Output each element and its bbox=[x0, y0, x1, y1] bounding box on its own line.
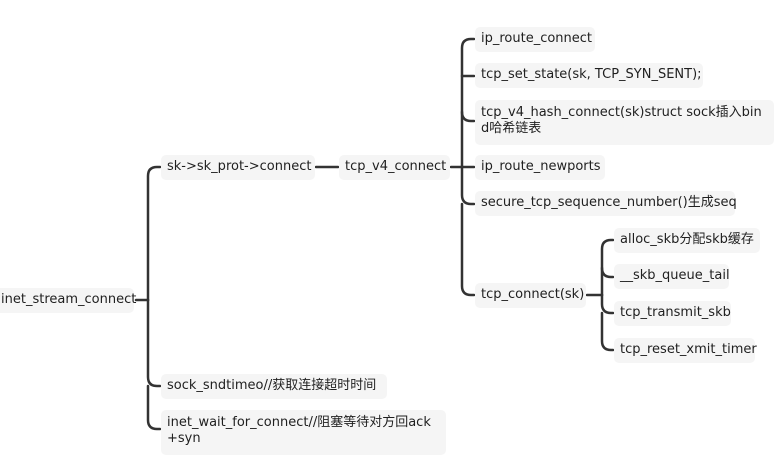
node-inet-wait-for-connect[interactable]: inet_wait_for_connect//阻塞等待对方回ack+syn bbox=[161, 410, 446, 455]
node-secure-tcp-sequence-number[interactable]: secure_tcp_sequence_number()生成seq bbox=[475, 191, 737, 216]
edge-tcpconnect-transmit bbox=[600, 293, 615, 315]
node-tcp-v4-connect[interactable]: tcp_v4_connect bbox=[339, 155, 450, 180]
node-label: tcp_set_state(sk, TCP_SYN_SENT); bbox=[481, 67, 702, 82]
edge-tcpconnect-queue bbox=[600, 266, 615, 279]
node-label: alloc_skb分配skb缓存 bbox=[620, 232, 754, 247]
node-label: tcp_connect(sk) bbox=[481, 287, 585, 302]
node-inet-stream-connect[interactable]: inet_stream_connect bbox=[0, 288, 137, 313]
node-label: __skb_queue_tail bbox=[620, 268, 730, 283]
edge-tcpconnect-reset bbox=[600, 311, 615, 352]
node-label: tcp_transmit_skb bbox=[620, 305, 731, 320]
node-ip-route-connect[interactable]: ip_route_connect bbox=[475, 27, 595, 52]
node-tcp-v4-hash-connect[interactable]: tcp_v4_hash_connect(sk)struct sock插入bind… bbox=[475, 100, 774, 145]
edge-tcpv4-secure bbox=[460, 165, 476, 206]
node-ip-route-newports[interactable]: ip_route_newports bbox=[475, 155, 605, 180]
edge-root-sk-prot bbox=[146, 165, 162, 302]
edge-root-sndtimeo bbox=[146, 298, 162, 388]
edge-tcpv4-tcpconnect bbox=[460, 202, 476, 297]
node-tcp-set-state[interactable]: tcp_set_state(sk, TCP_SYN_SENT); bbox=[475, 63, 703, 88]
node-label: ip_route_newports bbox=[481, 159, 601, 174]
edge-tcpv4-iproute bbox=[460, 37, 476, 169]
node-sock-sndtimeo[interactable]: sock_sndtimeo//获取连接超时时间 bbox=[161, 374, 387, 399]
node-label: inet_stream_connect bbox=[1, 292, 137, 307]
node-label: tcp_reset_xmit_timer bbox=[620, 342, 757, 357]
node-label: sock_sndtimeo//获取连接超时时间 bbox=[167, 378, 377, 393]
node-tcp-connect[interactable]: tcp_connect(sk) bbox=[475, 283, 586, 308]
node-alloc-skb[interactable]: alloc_skb分配skb缓存 bbox=[614, 228, 760, 253]
node-label: tcp_v4_connect bbox=[345, 159, 447, 174]
node-tcp-reset-xmit-timer[interactable]: tcp_reset_xmit_timer bbox=[614, 338, 757, 363]
edge-root-wait bbox=[146, 384, 162, 431]
node-sk-prot-connect[interactable]: sk->sk_prot->connect bbox=[161, 155, 315, 180]
edge-tcpconnect-alloc bbox=[600, 238, 615, 297]
node-skb-queue-tail[interactable]: __skb_queue_tail bbox=[614, 264, 730, 289]
node-label: ip_route_connect bbox=[481, 31, 593, 46]
edge-tcpv4-hash bbox=[460, 110, 476, 123]
node-label: tcp_v4_hash_connect(sk)struct sock插入bind… bbox=[481, 105, 762, 136]
node-label: sk->sk_prot->connect bbox=[167, 159, 312, 174]
node-label: secure_tcp_sequence_number()生成seq bbox=[481, 195, 737, 210]
node-label: inet_wait_for_connect//阻塞等待对方回ack+syn bbox=[167, 415, 431, 446]
node-tcp-transmit-skb[interactable]: tcp_transmit_skb bbox=[614, 301, 731, 326]
